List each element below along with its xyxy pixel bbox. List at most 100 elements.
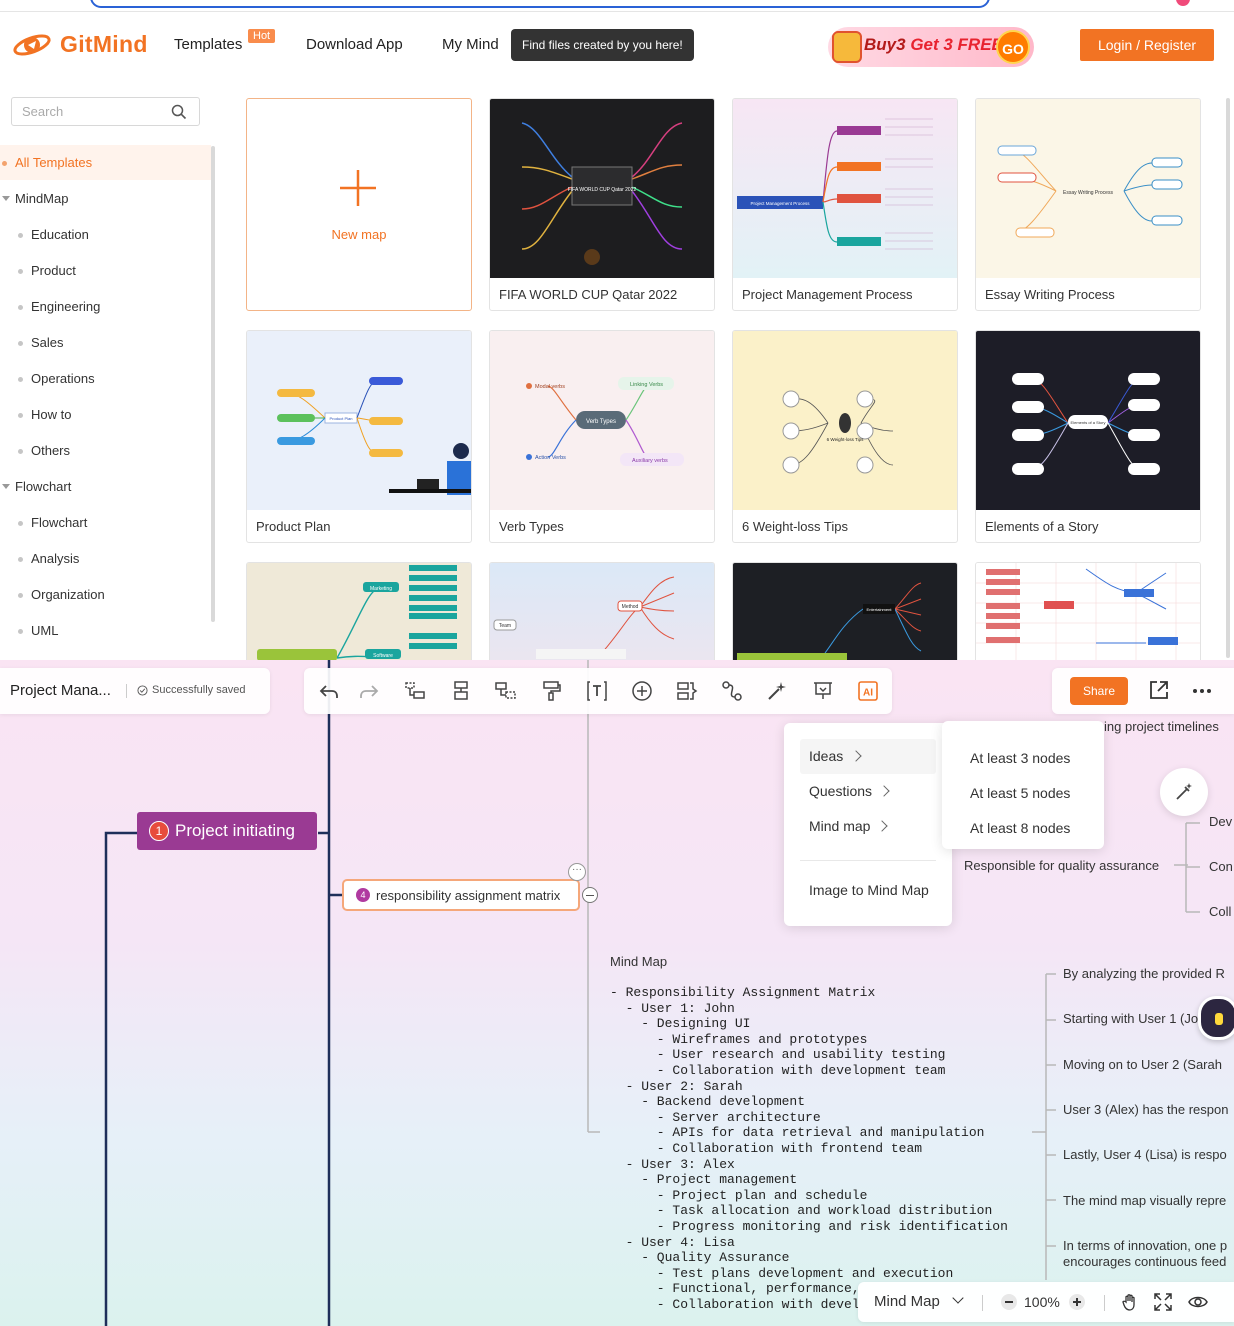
ai-button[interactable]: AI [856, 679, 880, 703]
mind-map-node-content[interactable]: - Responsibility Assignment Matrix - Use… [610, 985, 1008, 1312]
template-search[interactable] [11, 97, 200, 126]
add-parent-button[interactable] [494, 679, 518, 703]
template-card-procrastinating[interactable]: Entertainment [732, 562, 958, 660]
redo-button[interactable] [357, 679, 381, 703]
eye-icon[interactable] [1188, 1292, 1208, 1312]
summary-item[interactable]: User 3 (Alex) has the respon [1063, 1102, 1229, 1117]
undo-icon [319, 685, 338, 698]
menu-item-questions[interactable]: Questions [784, 774, 952, 809]
add-sibling-button[interactable] [449, 679, 473, 703]
sidebar-item-analysis[interactable]: Analysis [17, 551, 80, 566]
external-link-icon[interactable] [1148, 679, 1170, 701]
template-card-pomodoro[interactable]: Method Team [489, 562, 715, 660]
add-subtopic-button[interactable] [403, 679, 427, 703]
promo-banner[interactable]: Buy3 Get 3 FREE GO [828, 27, 1034, 67]
more-icon[interactable] [1190, 679, 1214, 703]
search-icon[interactable] [171, 104, 187, 120]
sidebar-item-organization[interactable]: Organization [18, 587, 105, 602]
quick-style-button[interactable] [1160, 768, 1208, 816]
summary-item[interactable]: By analyzing the provided R [1063, 966, 1225, 981]
sidebar-item-flowchart[interactable]: Flowchart [17, 515, 88, 530]
template-card-product-plan[interactable]: Product Plan Product Plan [246, 330, 472, 543]
sidebar-item-education[interactable]: Education [18, 227, 89, 242]
ai-assistant-icon[interactable] [1198, 996, 1234, 1040]
promo-go-button[interactable]: GO [996, 30, 1030, 64]
nav-my-mind[interactable]: My Mind [442, 36, 499, 53]
sidebar-item-sales[interactable]: Sales [18, 335, 64, 350]
template-card-verb-types[interactable]: Verb Types Modal verbs Action Verbs Link… [489, 330, 715, 543]
view-mode-select[interactable]: Mind Map [874, 1293, 940, 1310]
gitmind-logo[interactable]: GitMind [12, 28, 148, 60]
submenu-item-3-nodes[interactable]: At least 3 nodes [970, 750, 1071, 766]
menu-item-image-to-mind-map[interactable]: Image to Mind Map [784, 873, 952, 908]
gift-icon [832, 31, 862, 63]
gallery-scrollbar[interactable] [1226, 98, 1230, 658]
summary-item[interactable]: Starting with User 1 (Jo [1063, 1011, 1199, 1026]
undo-button[interactable] [317, 679, 341, 703]
nav-download-app[interactable]: Download App [306, 36, 403, 53]
sidebar-scrollbar[interactable] [211, 146, 215, 622]
mind-map-content-line: - User research and usability testing [610, 1047, 946, 1063]
summary-item[interactable]: encourages continuous feed [1063, 1254, 1227, 1269]
selected-node[interactable]: 4 responsibility assignment matrix [342, 879, 580, 911]
summary-item[interactable]: In terms of innovation, one p [1063, 1238, 1228, 1253]
node-text[interactable]: Con [1209, 859, 1233, 874]
mind-map-node-title[interactable]: Mind Map [610, 954, 668, 969]
template-card-fifa[interactable]: FIFA WORLD CUP Qatar 2022 FIFA WORLD CUP… [489, 98, 715, 311]
sidebar-item-uml[interactable]: UML [17, 623, 59, 638]
template-card-weight-loss[interactable]: 6 Weight-loss Tips 6 Weight-loss Tips [732, 330, 958, 543]
plus-circle-icon [632, 681, 652, 701]
template-card-new-product-launch[interactable]: Marketing Software [246, 562, 472, 660]
login-register-button[interactable]: Login / Register [1080, 29, 1214, 61]
presentation-button[interactable] [811, 679, 835, 703]
document-title[interactable]: Project Mana... [10, 682, 111, 699]
sidebar-item-product[interactable]: Product [18, 263, 76, 278]
node-text[interactable]: Responsible for quality assurance [964, 858, 1160, 873]
browser-avatar[interactable] [1176, 0, 1190, 6]
submenu-item-8-nodes[interactable]: At least 8 nodes [970, 820, 1071, 836]
node-number-badge: 1 [149, 821, 169, 841]
relation-button[interactable] [720, 679, 744, 703]
node-text[interactable]: ing project timelines [1104, 719, 1219, 734]
nav-templates[interactable]: Templates [174, 36, 243, 53]
browser-url-bar[interactable] [90, 0, 990, 8]
mind-map-content-line: - Wireframes and prototypes [610, 1031, 868, 1047]
summary-item[interactable]: Moving on to User 2 (Sarah [1063, 1057, 1222, 1072]
menu-item-ideas[interactable]: Ideas [800, 739, 936, 774]
summary-item[interactable]: The mind map visually repre [1063, 1193, 1227, 1208]
text-button[interactable] [585, 679, 609, 703]
template-card-elements-story[interactable]: Elements of a Story Elements of a Story [975, 330, 1201, 543]
share-button[interactable]: Share [1070, 677, 1128, 705]
submenu-item-5-nodes[interactable]: At least 5 nodes [970, 785, 1071, 801]
sidebar-category-flowchart[interactable]: Flowchart [1, 479, 72, 494]
node-more-button[interactable]: ··· [568, 863, 586, 881]
mind-map-root-node[interactable]: 1 Project initiating [137, 812, 317, 850]
menu-item-mind-map[interactable]: Mind map [784, 809, 952, 844]
sibling-icon [454, 681, 468, 700]
insert-button[interactable] [630, 679, 654, 703]
node-text[interactable]: Dev [1209, 814, 1233, 829]
menu-divider [800, 860, 936, 861]
zoom-in-button[interactable] [1069, 1294, 1085, 1310]
template-search-input[interactable] [22, 104, 172, 119]
zoom-out-button[interactable] [1001, 1294, 1017, 1310]
sidebar-item-all-templates[interactable]: All Templates [1, 155, 93, 170]
summary-item[interactable]: Lastly, User 4 (Lisa) is respo [1063, 1147, 1227, 1162]
template-card-project-management[interactable]: Project Management Process Project Manag… [732, 98, 958, 311]
hand-pan-icon[interactable] [1120, 1292, 1140, 1312]
fit-screen-icon[interactable] [1153, 1292, 1173, 1312]
sidebar-item-how-to[interactable]: How to [17, 407, 72, 422]
template-card-essay-writing[interactable]: Essay Writing Process Essay Writing Proc… [975, 98, 1201, 311]
node-collapse-button[interactable] [582, 887, 598, 903]
summary-button[interactable] [675, 679, 699, 703]
sidebar-item-others[interactable]: Others [17, 443, 71, 458]
node-text[interactable]: Coll [1209, 904, 1232, 919]
format-painter-button[interactable] [539, 679, 563, 703]
template-card-grid[interactable] [975, 562, 1201, 660]
sidebar-item-engineering[interactable]: Engineering [17, 299, 101, 314]
style-button[interactable] [765, 679, 789, 703]
sidebar-category-mindmap[interactable]: MindMap [1, 191, 69, 206]
chevron-down-icon[interactable] [952, 1292, 964, 1304]
new-map-card[interactable]: New map [246, 98, 472, 311]
sidebar-item-operations[interactable]: Operations [18, 371, 95, 386]
